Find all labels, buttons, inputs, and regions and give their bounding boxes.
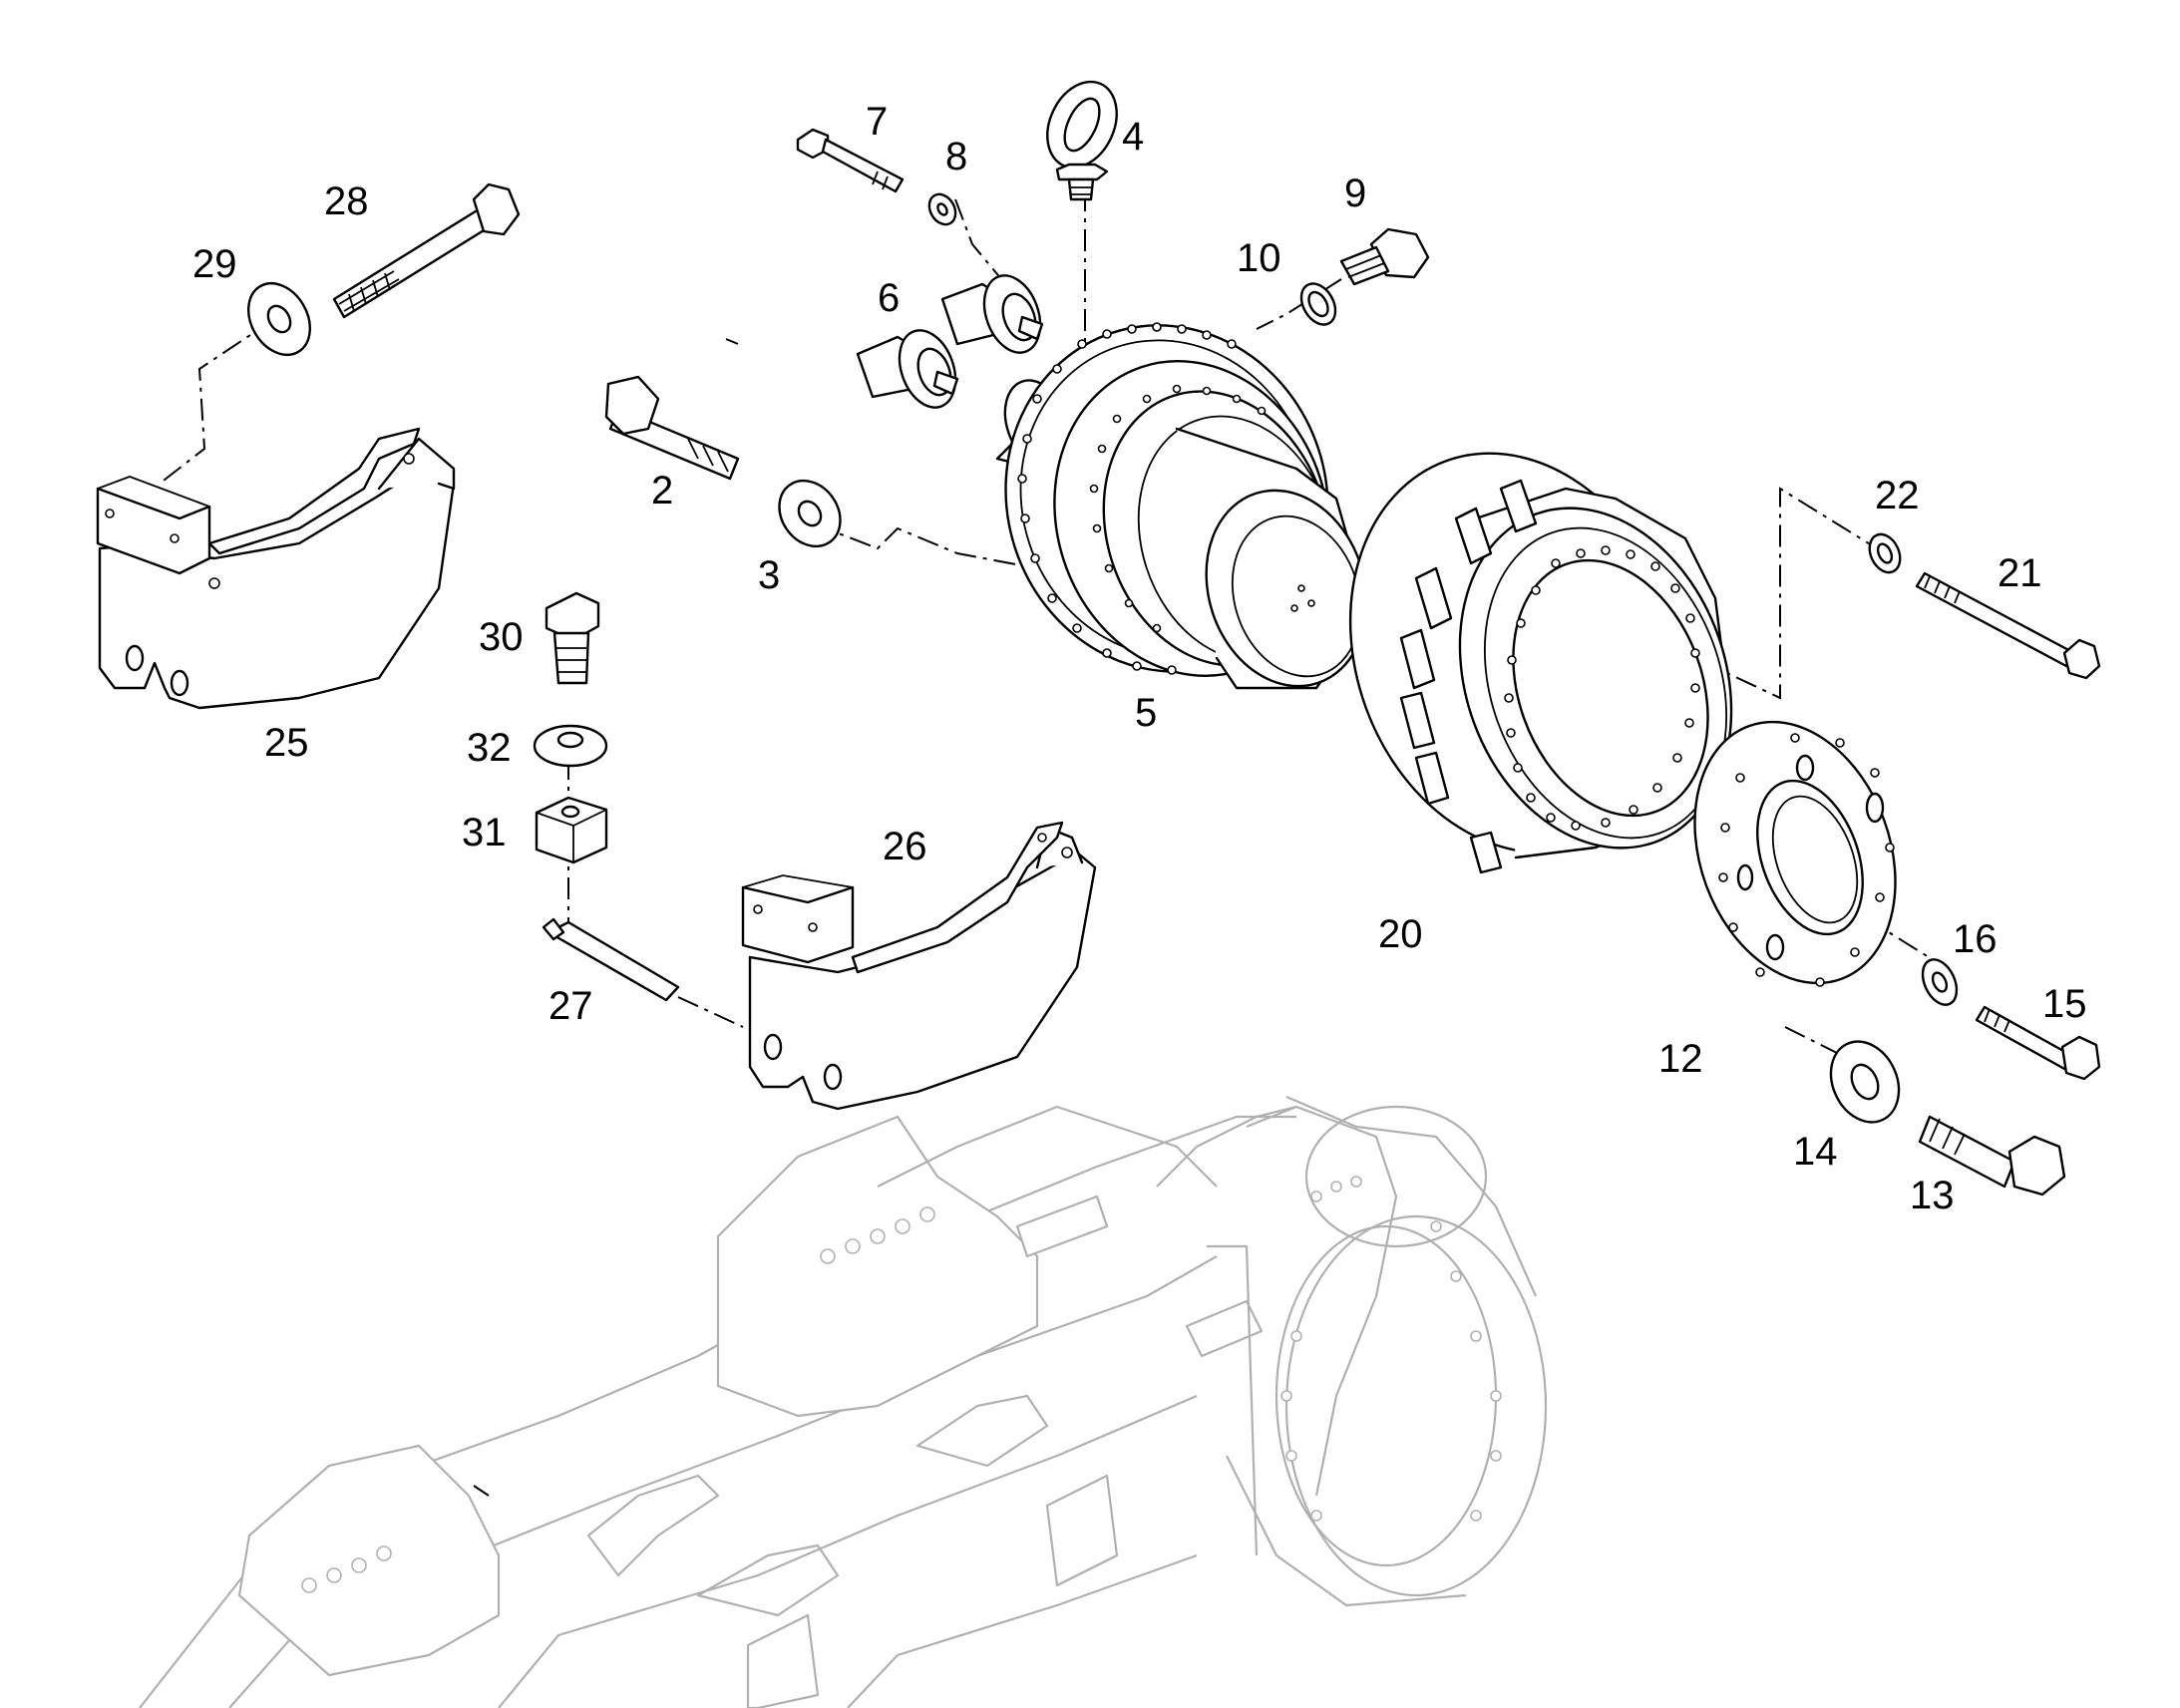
washer-32 <box>533 724 608 768</box>
eyebolt-4 <box>1046 80 1118 201</box>
bolt-30 <box>545 591 600 685</box>
housing-20 <box>1348 452 1733 874</box>
bolt-7 <box>796 128 905 193</box>
callout-2: 2 <box>651 469 673 512</box>
callout-31: 31 <box>462 811 507 854</box>
callout-10: 10 <box>1237 236 1281 280</box>
bolt-28 <box>332 182 521 319</box>
bolt-21 <box>1915 571 2101 680</box>
callout-4: 4 <box>1122 115 1144 159</box>
callout-13: 13 <box>1910 1174 1955 1217</box>
pin-27 <box>542 917 680 1002</box>
washer-16 <box>1921 958 1959 1006</box>
callout-27: 27 <box>548 984 593 1028</box>
bolt-2 <box>604 375 740 481</box>
callout-3: 3 <box>758 553 780 597</box>
callout-28: 28 <box>324 179 369 223</box>
bolt-15 <box>1975 1005 2101 1081</box>
callout-29: 29 <box>192 242 237 286</box>
ring-10 <box>1299 282 1337 326</box>
callout-22: 22 <box>1875 474 1920 517</box>
callout-26: 26 <box>883 825 927 868</box>
motor-6 <box>856 274 1044 409</box>
plug-9 <box>1339 227 1430 286</box>
washer-3 <box>778 479 842 548</box>
flange-holes-5 <box>1017 322 1267 675</box>
callout-25: 25 <box>264 721 309 765</box>
washer-29 <box>246 282 312 356</box>
final-drive-5 <box>995 322 1368 690</box>
crawler-frame <box>139 1095 1548 1708</box>
callout-30: 30 <box>479 615 524 659</box>
callout-8: 8 <box>945 135 967 178</box>
callout-labels: 2 3 4 5 6 7 8 9 10 12 13 14 15 16 20 21 … <box>192 100 2087 1217</box>
bolt-13 <box>1918 1115 2066 1196</box>
callout-20: 20 <box>1378 912 1423 956</box>
bracket-25 <box>96 427 456 710</box>
washer-14 <box>1829 1040 1901 1124</box>
callout-21: 21 <box>1998 551 2042 595</box>
callout-14: 14 <box>1793 1130 1838 1174</box>
washer-22 <box>1868 532 1902 574</box>
callout-15: 15 <box>2042 982 2087 1026</box>
callout-12: 12 <box>1658 1037 1703 1081</box>
block-31 <box>535 796 608 864</box>
callout-32: 32 <box>467 726 512 770</box>
callout-7: 7 <box>866 100 888 144</box>
housing-rollers-20 <box>1399 479 1538 874</box>
callout-6: 6 <box>878 276 900 320</box>
callout-9: 9 <box>1344 171 1366 215</box>
frame-bolt-holes <box>301 1176 1502 1593</box>
flange-12 <box>1693 720 1897 987</box>
callout-16: 16 <box>1953 917 1998 961</box>
housing-holes-20 <box>1504 545 1700 831</box>
washer-8 <box>927 192 957 226</box>
bracket-26 <box>741 821 1097 1111</box>
callout-5: 5 <box>1135 691 1157 735</box>
